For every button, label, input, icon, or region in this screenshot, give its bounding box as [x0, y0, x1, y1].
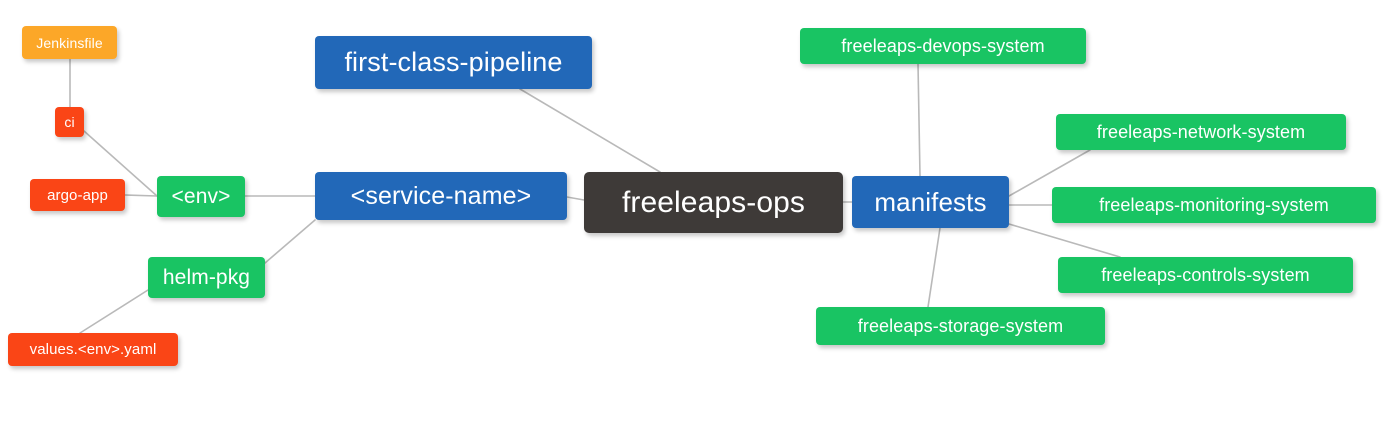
node-label: freeleaps-ops: [621, 185, 806, 219]
node-label: manifests: [874, 187, 987, 217]
node-label: ci: [64, 114, 75, 130]
node-label: freeleaps-devops-system: [841, 36, 1045, 56]
mindmap-node-env[interactable]: <env>: [157, 176, 245, 217]
edge-first-class-pipeline-to-root: [519, 88, 661, 173]
node-label: Jenkinsfile: [36, 34, 103, 51]
mindmap-node-jenkinsfile[interactable]: Jenkinsfile: [22, 26, 117, 59]
mindmap-node-freeleaps-network-system[interactable]: freeleaps-network-system: [1056, 114, 1346, 150]
edge-service-name-to-root: [566, 196, 585, 201]
edge-manifests-to-freeleaps-storage-system: [927, 227, 941, 308]
edge-helm-pkg-to-values-env-yaml: [79, 289, 149, 334]
mindmap-node-freeleaps-controls-system[interactable]: freeleaps-controls-system: [1058, 257, 1353, 293]
node-label: freeleaps-storage-system: [857, 316, 1064, 336]
node-label: first-class-pipeline: [344, 47, 563, 77]
mindmap-node-helm-pkg[interactable]: helm-pkg: [148, 257, 265, 298]
node-label: freeleaps-monitoring-system: [1099, 195, 1329, 215]
edge-service-name-to-helm-pkg: [264, 219, 316, 264]
mindmap-node-manifests[interactable]: manifests: [852, 176, 1009, 228]
mindmap-node-service-name[interactable]: <service-name>: [315, 172, 567, 220]
node-label: argo-app: [47, 186, 108, 204]
mindmap-node-ci[interactable]: ci: [55, 107, 84, 137]
node-label: <env>: [171, 185, 231, 208]
node-label: helm-pkg: [162, 266, 251, 289]
mindmap-node-argo-app[interactable]: argo-app: [30, 179, 125, 211]
edge-manifests-to-freeleaps-devops-system: [917, 63, 921, 177]
node-label: freeleaps-controls-system: [1101, 265, 1310, 285]
mindmap-node-freeleaps-monitoring-system[interactable]: freeleaps-monitoring-system: [1052, 187, 1376, 223]
node-label: values.<env>.yaml: [29, 341, 157, 358]
edge-argo-app-to-env: [124, 194, 158, 197]
mindmap-node-freeleaps-storage-system[interactable]: freeleaps-storage-system: [816, 307, 1105, 345]
mindmap-node-freeleaps-ops[interactable]: freeleaps-ops: [584, 172, 843, 233]
mindmap-node-values-env-yaml[interactable]: values.<env>.yaml: [8, 333, 178, 366]
mindmap-node-freeleaps-devops-system[interactable]: freeleaps-devops-system: [800, 28, 1086, 64]
node-label: <service-name>: [350, 181, 532, 210]
node-label: freeleaps-network-system: [1096, 122, 1306, 142]
mindmap-node-first-class-pipeline[interactable]: first-class-pipeline: [315, 36, 592, 89]
edge-manifests-to-freeleaps-controls-system: [1008, 223, 1121, 258]
